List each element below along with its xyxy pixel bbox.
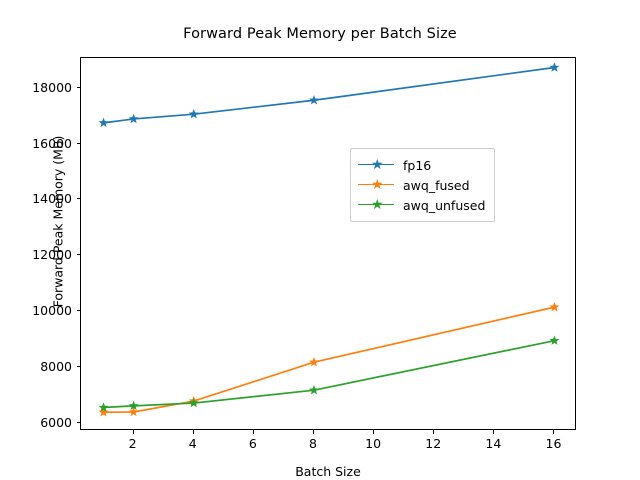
- legend-star-icon: ★: [371, 197, 384, 213]
- y-tick-mark: [76, 198, 80, 200]
- legend-star-icon: ★: [371, 177, 384, 193]
- series-marker-awq_unfused: [549, 335, 560, 345]
- x-tick-label: 8: [308, 436, 317, 451]
- series-marker-awq_fused: [549, 301, 560, 312]
- x-tick-label: 16: [545, 436, 562, 451]
- series-marker-fp16: [309, 95, 319, 105]
- series-marker-fp16: [98, 117, 109, 128]
- x-tick-label: 10: [365, 436, 382, 451]
- y-tick-label: 10000: [32, 303, 72, 319]
- y-tick-mark: [76, 310, 80, 312]
- series-line-awq_unfused: [102, 339, 556, 409]
- y-tick-mark: [76, 366, 80, 368]
- chart-legend[interactable]: ★ fp16 ★ awq_fused ★ awq_unfused: [350, 148, 496, 222]
- series-marker-awq_unfused: [128, 400, 139, 411]
- y-tick-mark: [76, 422, 80, 424]
- y-tick-label: 18000: [32, 79, 72, 95]
- legend-swatch-icon: ★: [358, 198, 394, 212]
- y-tick-mark: [76, 142, 80, 144]
- x-tick-mark: [553, 430, 555, 434]
- x-tick-label: 4: [188, 436, 197, 451]
- y-tick-label: 16000: [32, 135, 72, 151]
- plot-area: [80, 57, 576, 430]
- legend-label: awq_unfused: [403, 197, 486, 213]
- legend-item-awq_fused[interactable]: ★ awq_fused: [358, 175, 485, 195]
- legend-line-icon: [358, 204, 394, 205]
- y-tick-mark: [76, 86, 80, 88]
- x-tick-mark: [433, 430, 435, 434]
- legend-label: awq_fused: [403, 177, 470, 193]
- legend-label: fp16: [403, 157, 432, 173]
- series-line-fp16: [102, 66, 556, 124]
- legend-line-icon: [358, 164, 394, 165]
- y-tick-label: 6000: [40, 415, 72, 431]
- x-axis-label: Batch Size: [295, 464, 361, 479]
- series-marker-awq_fused: [128, 406, 139, 417]
- x-tick-mark: [373, 430, 375, 434]
- x-tick-mark: [132, 430, 134, 434]
- series-marker-fp16: [188, 109, 199, 119]
- x-tick-label: 6: [248, 436, 257, 451]
- legend-line-icon: [358, 184, 394, 185]
- y-tick-label: 14000: [32, 191, 72, 207]
- y-tick-label: 12000: [32, 247, 72, 263]
- chart-title: Forward Peak Memory per Batch Size: [183, 26, 457, 42]
- legend-item-fp16[interactable]: ★ fp16: [358, 155, 485, 175]
- plot-series-svg: [98, 62, 560, 417]
- y-tick-label: 8000: [40, 359, 72, 375]
- series-marker-awq_fused: [309, 357, 319, 367]
- x-tick-mark: [252, 430, 254, 434]
- legend-star-icon: ★: [371, 157, 384, 173]
- series-marker-fp16: [549, 62, 560, 72]
- x-tick-label: 14: [485, 436, 502, 451]
- series-marker-fp16: [128, 113, 139, 124]
- series-marker-awq_unfused: [98, 402, 109, 412]
- legend-swatch-icon: ★: [358, 178, 394, 192]
- x-tick-mark: [493, 430, 495, 434]
- series-marker-awq_unfused: [188, 397, 199, 408]
- series-marker-awq_unfused: [309, 384, 319, 395]
- x-axis-label-holder: Batch Size: [80, 461, 576, 480]
- x-tick-label: 2: [128, 436, 137, 451]
- x-tick-mark: [192, 430, 194, 434]
- legend-swatch-icon: ★: [358, 158, 394, 172]
- legend-item-awq_unfused[interactable]: ★ awq_unfused: [358, 195, 485, 215]
- series-line-awq_fused: [102, 306, 556, 414]
- series-marker-awq_fused: [98, 407, 109, 417]
- y-tick-mark: [76, 254, 80, 256]
- x-tick-label: 12: [425, 436, 442, 451]
- x-tick-mark: [312, 430, 314, 434]
